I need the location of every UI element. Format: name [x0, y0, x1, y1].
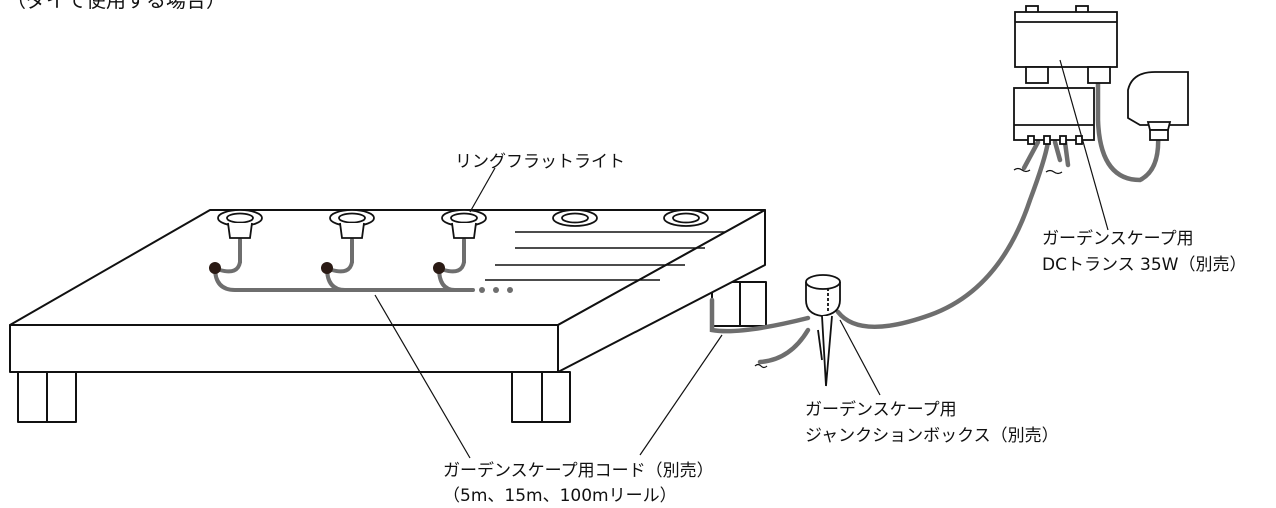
- cord-end-plug: [433, 262, 445, 274]
- junction-label-line2: ジャンクションボックス（別売）: [805, 426, 1059, 446]
- deck-board-lines: [485, 231, 725, 281]
- cord-end-plug: [209, 262, 221, 274]
- junction-box: [805, 274, 841, 387]
- cord-end-plug: [321, 262, 333, 274]
- deck: [9, 209, 767, 423]
- transformer-label-line1: ガーデンスケープ用: [1042, 229, 1194, 249]
- cord-label-line2: （5m、15m、100mリール）: [443, 486, 677, 506]
- leader-junction: [839, 319, 881, 396]
- deck-front: [9, 324, 559, 373]
- leader-light: [469, 167, 496, 213]
- leader-cord-1: [374, 294, 471, 459]
- ring-flat-light: [552, 209, 598, 227]
- leader-transformer: [1059, 59, 1109, 231]
- leader-cord-2: [639, 334, 723, 456]
- ring-flat-lights: [217, 209, 709, 239]
- cord-dots: [479, 287, 513, 293]
- ring-flat-light: [663, 209, 709, 227]
- transformer-label-line2: DCトランス 35W（別売）: [1042, 255, 1247, 275]
- leader-lines: [374, 59, 1109, 459]
- outdoor-cables: [709, 79, 1161, 365]
- light-label: リングフラットライト: [455, 152, 625, 172]
- junction-label-line1: ガーデンスケープ用: [805, 400, 957, 420]
- cord-end-plugs: [209, 262, 445, 274]
- power-outlet: [1127, 71, 1189, 141]
- ring-flat-light: [441, 209, 487, 239]
- ring-flat-light: [329, 209, 375, 239]
- header-caption: （ダイで使用する場合）: [6, 0, 226, 12]
- cord-label-line1: ガーデンスケープ用コード（別売）: [443, 461, 714, 481]
- break-marks: [754, 167, 1063, 369]
- deck-leg-back-right-2: [739, 281, 767, 327]
- ring-flat-light: [217, 209, 263, 239]
- dc-transformer: [1013, 5, 1118, 145]
